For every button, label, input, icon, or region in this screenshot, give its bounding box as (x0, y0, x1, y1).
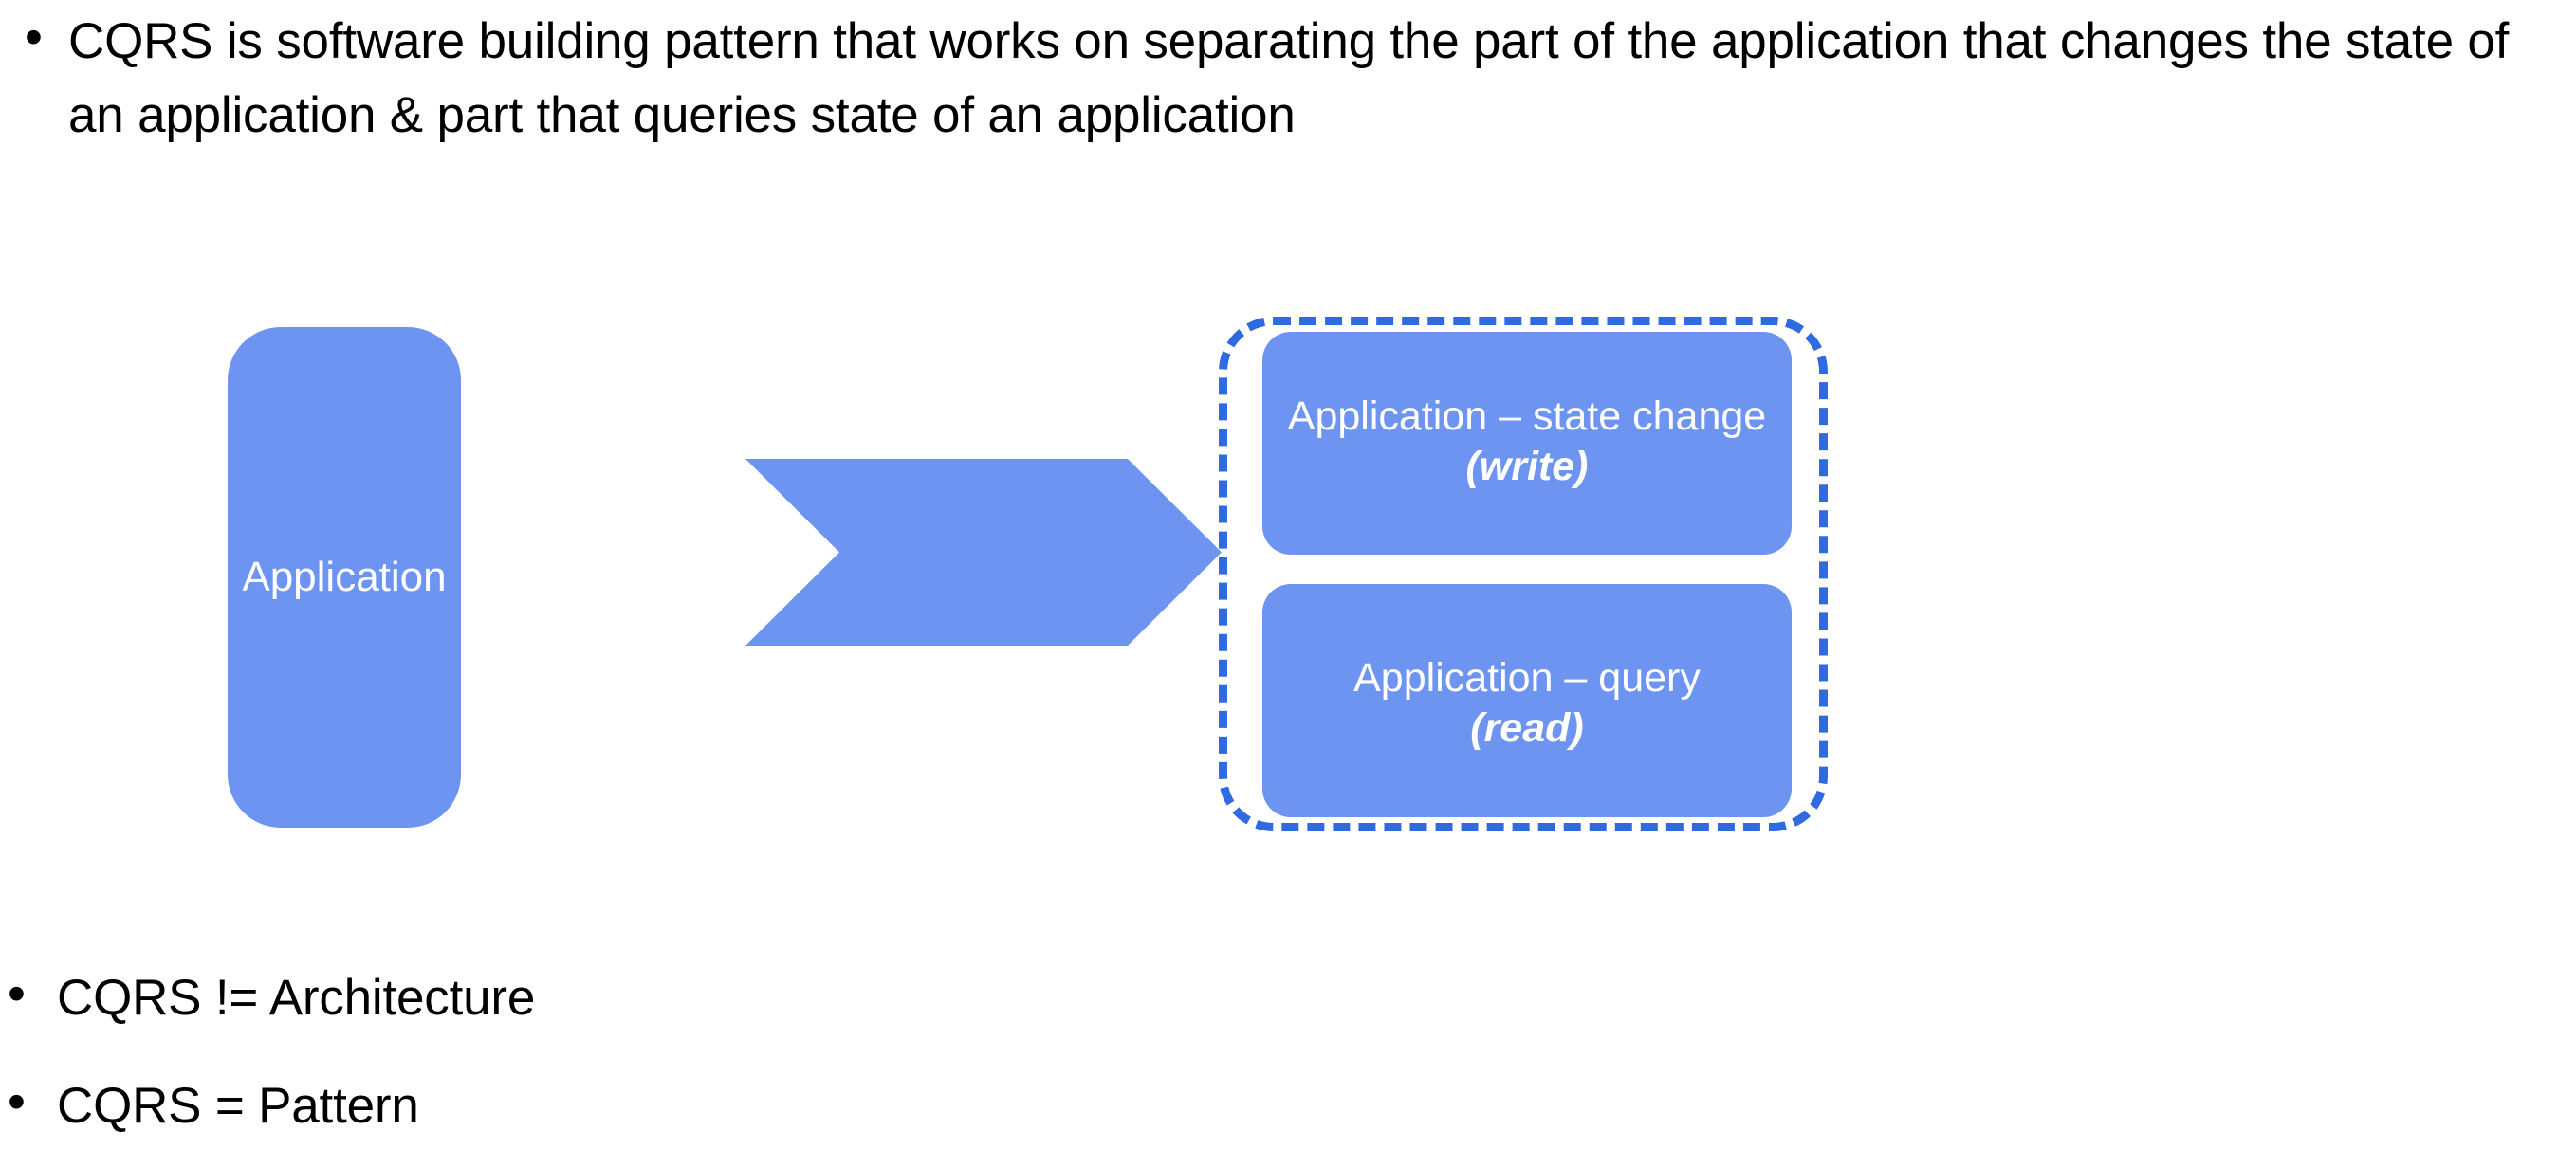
pattern-bullet-item: • CQRS = Pattern (0, 1069, 1138, 1143)
application-query-read-node[interactable]: Application – query (read) (1262, 584, 1792, 817)
intro-bullet-item: • CQRS is software building pattern that… (11, 5, 2572, 153)
architecture-bullet-item: • CQRS != Architecture (0, 961, 1138, 1035)
application-node-label: Application (242, 554, 447, 600)
bullet-marker-icon: • (8, 965, 26, 1022)
cqrs-split-group (1219, 317, 1828, 831)
bullet-marker-icon: • (25, 9, 43, 65)
write-node-title: Application – state change (1287, 392, 1767, 439)
architecture-bullet-text: CQRS != Architecture (57, 970, 536, 1026)
read-node-title: Application – query (1353, 655, 1701, 701)
read-node-mode: (read) (1470, 705, 1584, 751)
write-node-mode: (write) (1465, 443, 1589, 489)
bullet-marker-icon: • (8, 1073, 26, 1130)
intro-bullet-text: CQRS is software building pattern that w… (68, 13, 2510, 143)
pattern-bullet-text: CQRS = Pattern (57, 1078, 419, 1134)
application-node[interactable]: Application (228, 327, 461, 828)
chevron-arrow-icon (745, 459, 1222, 646)
application-state-change-write-node[interactable]: Application – state change (write) (1262, 332, 1792, 555)
